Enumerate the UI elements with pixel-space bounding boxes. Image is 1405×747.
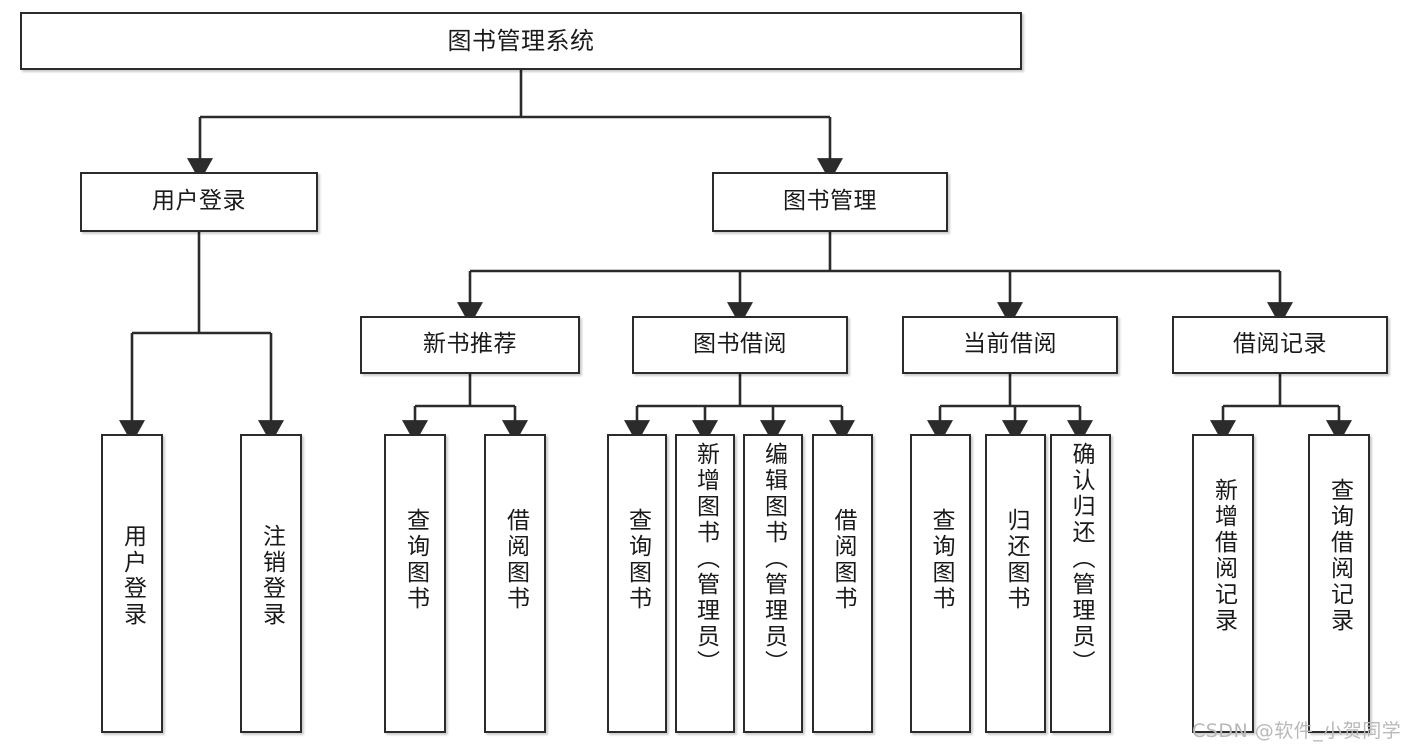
node-book-borrow[interactable]: 图书借阅: [632, 316, 848, 374]
node-leaf-borrow-book-rec[interactable]: 借阅图书: [484, 434, 546, 733]
node-borrow-record[interactable]: 借阅记录: [1172, 316, 1388, 374]
node-leaf-return-book-label: 归还图书: [1003, 508, 1029, 612]
node-book-borrow-label: 图书借阅: [693, 331, 787, 358]
node-leaf-query-record[interactable]: 查询借阅记录: [1308, 434, 1370, 733]
node-current-borrow[interactable]: 当前借阅: [902, 316, 1118, 374]
node-leaf-user-login[interactable]: 用户登录: [101, 434, 163, 733]
node-leaf-edit-book[interactable]: 编辑图书（管理员）: [743, 434, 803, 733]
node-leaf-add-book[interactable]: 新增图书（管理员）: [675, 434, 735, 733]
node-leaf-query-book-rec[interactable]: 查询图书: [384, 434, 446, 733]
node-root[interactable]: 图书管理系统: [20, 12, 1022, 70]
node-borrow-record-label: 借阅记录: [1233, 331, 1327, 358]
node-leaf-edit-book-label: 编辑图书（管理员）: [760, 442, 787, 676]
node-root-label: 图书管理系统: [447, 26, 595, 55]
node-leaf-query-book-borrow[interactable]: 查询图书: [607, 434, 667, 733]
node-leaf-logout-label: 注销登录: [258, 524, 285, 628]
node-leaf-borrow-book-label: 借阅图书: [830, 508, 856, 612]
node-leaf-query-record-label: 查询借阅记录: [1326, 478, 1353, 634]
node-leaf-add-record-label: 新增借阅记录: [1210, 478, 1237, 634]
node-leaf-confirm-return-label: 确认归还（管理员）: [1068, 442, 1094, 676]
node-new-book-recommend[interactable]: 新书推荐: [360, 316, 580, 374]
node-leaf-user-login-label: 用户登录: [119, 524, 146, 628]
node-current-borrow-label: 当前借阅: [963, 331, 1057, 358]
node-book-manage-label: 图书管理: [783, 188, 877, 215]
node-user-login[interactable]: 用户登录: [80, 172, 318, 232]
node-leaf-borrow-book[interactable]: 借阅图书: [812, 434, 873, 733]
node-leaf-query-book-cur-label: 查询图书: [928, 508, 954, 612]
node-leaf-borrow-book-rec-label: 借阅图书: [502, 508, 529, 612]
node-leaf-add-record[interactable]: 新增借阅记录: [1192, 434, 1254, 733]
node-leaf-query-book-cur[interactable]: 查询图书: [910, 434, 971, 733]
node-user-login-label: 用户登录: [152, 188, 246, 215]
node-new-book-recommend-label: 新书推荐: [423, 331, 517, 358]
node-book-manage[interactable]: 图书管理: [712, 172, 948, 232]
node-leaf-return-book[interactable]: 归还图书: [985, 434, 1046, 733]
node-leaf-logout[interactable]: 注销登录: [240, 434, 302, 733]
node-leaf-query-book-rec-label: 查询图书: [402, 508, 429, 612]
node-leaf-add-book-label: 新增图书（管理员）: [692, 442, 719, 676]
node-leaf-confirm-return[interactable]: 确认归还（管理员）: [1050, 434, 1111, 733]
watermark-text: CSDN @软件_小贺同学: [1192, 720, 1402, 742]
node-leaf-query-book-borrow-label: 查询图书: [624, 508, 651, 612]
